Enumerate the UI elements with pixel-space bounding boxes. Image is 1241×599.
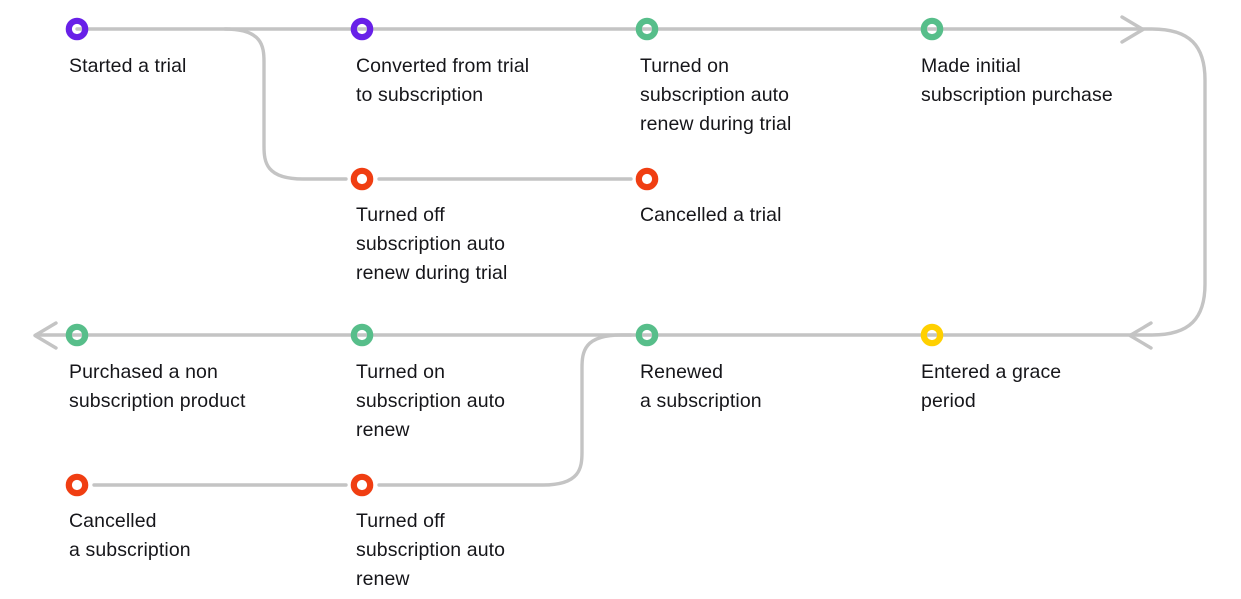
node-label-cancelled-a-trial: Cancelled a trial [640, 204, 782, 226]
node-marker-turned-on-subscription-auto-renew-during-trial[interactable] [635, 17, 659, 41]
connector-right-wrap-arrow [1129, 27, 1207, 337]
node-marker-cancelled-a-trial[interactable] [635, 167, 659, 191]
node-label-renewed-a-subscription: Renewed a subscription [640, 361, 762, 412]
node-marker-made-initial-subscription-purchase[interactable] [920, 17, 944, 41]
node-label-started-a-trial: Started a trial [69, 55, 187, 77]
arrowhead-left-end [33, 321, 58, 350]
node-marker-group [65, 17, 944, 497]
connector-top-branch-to-turned-off-trial [223, 27, 348, 181]
node-marker-converted-from-trial-to-subscription[interactable] [350, 17, 374, 41]
connector-bottom-branch-to-renewed [377, 333, 633, 487]
node-marker-turned-off-subscription-auto-renew-during-trial[interactable] [350, 167, 374, 191]
node-label-converted-from-trial-to-subscription: Converted from trial to subscription [356, 55, 530, 106]
node-marker-renewed-a-subscription[interactable] [635, 323, 659, 347]
node-label-made-initial-subscription-purchase: Made initial subscription purchase [921, 55, 1113, 106]
node-marker-cancelled-a-subscription[interactable] [65, 473, 89, 497]
node-label-entered-a-grace-period: Entered a grace period [921, 361, 1062, 412]
node-marker-started-a-trial[interactable] [65, 17, 89, 41]
node-marker-turned-off-subscription-auto-renew[interactable] [350, 473, 374, 497]
node-label-turned-on-subscription-auto-renew: Turned on subscription auto renew [356, 361, 506, 441]
node-label-turned-on-subscription-auto-renew-during-trial: Turned on subscription auto renew during… [640, 55, 792, 135]
arrowhead-right-top [1120, 15, 1145, 44]
node-label-turned-off-subscription-auto-renew-during-trial: Turned off subscription auto renew durin… [356, 204, 508, 284]
node-label-cancelled-a-subscription: Cancelled a subscription [69, 510, 191, 561]
node-marker-purchased-a-non-subscription-product[interactable] [65, 323, 89, 347]
node-label-purchased-a-non-subscription-product: Purchased a non subscription product [69, 361, 246, 412]
node-marker-turned-on-subscription-auto-renew[interactable] [350, 323, 374, 347]
node-marker-entered-a-grace-period[interactable] [920, 323, 944, 347]
node-label-turned-off-subscription-auto-renew: Turned off subscription auto renew [356, 510, 506, 590]
